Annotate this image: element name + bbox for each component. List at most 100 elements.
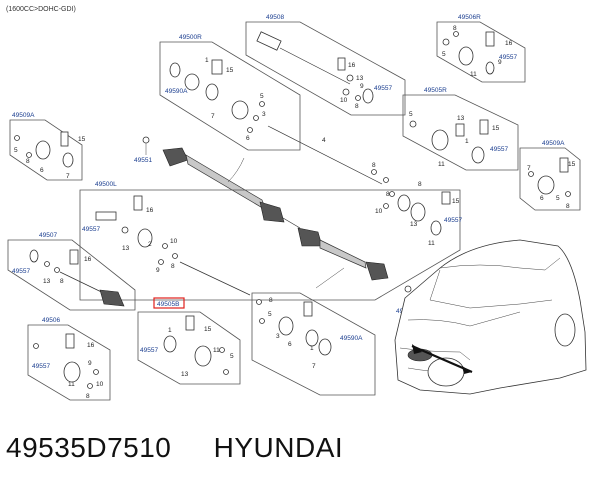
svg-text:8: 8 [355,103,359,110]
svg-text:7: 7 [527,165,531,172]
vehicle-illustration [394,239,587,395]
panel-49509A-right: 49509A 15 7 6 5 8 [519,140,581,211]
svg-text:16: 16 [505,40,513,47]
svg-text:1: 1 [205,57,209,64]
svg-text:11: 11 [470,71,477,78]
svg-text:6: 6 [246,135,250,142]
main-drive-shaft: 49551 49551 [134,136,414,315]
svg-text:1: 1 [465,138,469,145]
panel-49590A-bottom: 8 5 1 3 6 7 49590A [251,292,376,396]
panel-49505R: 49505R 5 13 15 1 11 49557 [402,87,519,171]
svg-text:11: 11 [213,347,220,354]
svg-text:8: 8 [453,25,457,32]
svg-text:8: 8 [86,393,90,400]
svg-text:2: 2 [148,241,152,248]
svg-text:11: 11 [438,161,445,168]
code-49557-d[interactable]: 49557 [82,226,100,233]
svg-text:8: 8 [26,158,30,165]
svg-text:7: 7 [211,113,215,120]
code-49508[interactable]: 49508 [266,14,284,21]
svg-text:8: 8 [372,162,376,169]
code-49557-g[interactable]: 49557 [140,347,158,354]
code-49557-b[interactable]: 49557 [499,54,517,61]
svg-text:16: 16 [146,207,154,214]
code-49557-h[interactable]: 49557 [32,363,50,370]
panel-49507: 49507 49557 13 8 16 [7,232,136,311]
code-49551-a[interactable]: 49551 [134,157,152,164]
svg-text:8: 8 [269,297,273,304]
engine-note: (1600CC>DOHC-GDI) [6,6,76,13]
panel-49506: 49506 49557 16 9 10 11 8 [27,317,111,401]
svg-text:6: 6 [288,341,292,348]
svg-text:15: 15 [78,136,86,143]
svg-text:1: 1 [168,327,172,334]
svg-text:8: 8 [171,263,175,270]
svg-text:5: 5 [442,51,446,58]
svg-text:5: 5 [268,311,272,318]
svg-text:15: 15 [452,198,460,205]
code-49557-c[interactable]: 49557 [490,146,508,153]
code-49506R[interactable]: 49506R [458,14,481,21]
code-49557-e[interactable]: 49557 [444,217,462,224]
svg-text:10: 10 [96,381,104,388]
svg-text:10: 10 [170,238,178,245]
panel-49509A-left: 49509A 5 15 6 7 8 [9,112,86,181]
code-49590A-bottom[interactable]: 49590A [340,335,363,342]
svg-text:16: 16 [84,256,92,263]
svg-text:15: 15 [568,161,576,168]
svg-text:13: 13 [43,278,51,285]
svg-text:13: 13 [457,115,465,122]
svg-text:8: 8 [418,181,422,188]
code-49557-a[interactable]: 49557 [374,85,392,92]
panel-49506R: 49506R 5 8 16 9 11 49557 [436,14,526,83]
svg-text:5: 5 [409,111,413,118]
svg-text:5: 5 [260,93,264,100]
svg-text:7: 7 [312,363,316,370]
svg-text:11: 11 [428,240,435,247]
svg-text:10: 10 [340,97,348,104]
svg-text:9: 9 [360,83,364,90]
svg-text:8: 8 [386,191,390,198]
svg-text:13: 13 [122,245,130,252]
svg-text:3: 3 [262,111,266,118]
code-49506[interactable]: 49506 [42,317,60,324]
code-49509A-left[interactable]: 49509A [12,112,35,119]
svg-text:1: 1 [310,345,314,352]
svg-text:6: 6 [540,195,544,202]
svg-text:5: 5 [230,353,234,360]
panel-49500L: 49500L 49557 16 13 2 10 9 8 15 8 10 13 1… [79,181,462,301]
panel-49505B: 49505B 49557 15 1 13 11 5 [137,297,241,385]
code-49500L[interactable]: 49500L [95,181,117,188]
svg-text:3: 3 [276,333,280,340]
code-49557-f[interactable]: 49557 [12,268,30,275]
svg-text:16: 16 [87,342,95,349]
svg-text:4: 4 [322,137,326,144]
svg-text:9: 9 [156,267,160,274]
svg-text:10: 10 [375,208,383,215]
svg-text:5: 5 [14,147,18,154]
svg-text:13: 13 [181,371,189,378]
footer: 49535D7510 HYUNDAI [6,432,594,472]
highlight-box [153,297,185,309]
svg-text:11: 11 [68,381,75,388]
svg-text:5: 5 [556,195,560,202]
code-49507[interactable]: 49507 [39,232,57,239]
svg-text:9: 9 [498,59,502,66]
svg-text:15: 15 [492,125,500,132]
svg-text:9: 9 [88,360,92,367]
svg-text:8: 8 [566,203,570,210]
code-49505B[interactable]: 49505B [157,301,179,308]
shaft-4: 4 8 [267,125,389,185]
svg-text:8: 8 [60,278,64,285]
code-49590A-top[interactable]: 49590A [165,88,188,95]
code-49505R[interactable]: 49505R [424,87,447,94]
svg-text:13: 13 [410,221,418,228]
code-49509A-right[interactable]: 49509A [542,140,565,147]
code-49500R[interactable]: 49500R [179,34,202,41]
svg-text:6: 6 [40,167,44,174]
svg-text:15: 15 [204,326,212,333]
svg-text:15: 15 [226,67,234,74]
part-number: 49535D7510 [6,432,172,463]
panel-49500R: 49500R 15 1 7 3 6 5 49590A [159,34,301,151]
